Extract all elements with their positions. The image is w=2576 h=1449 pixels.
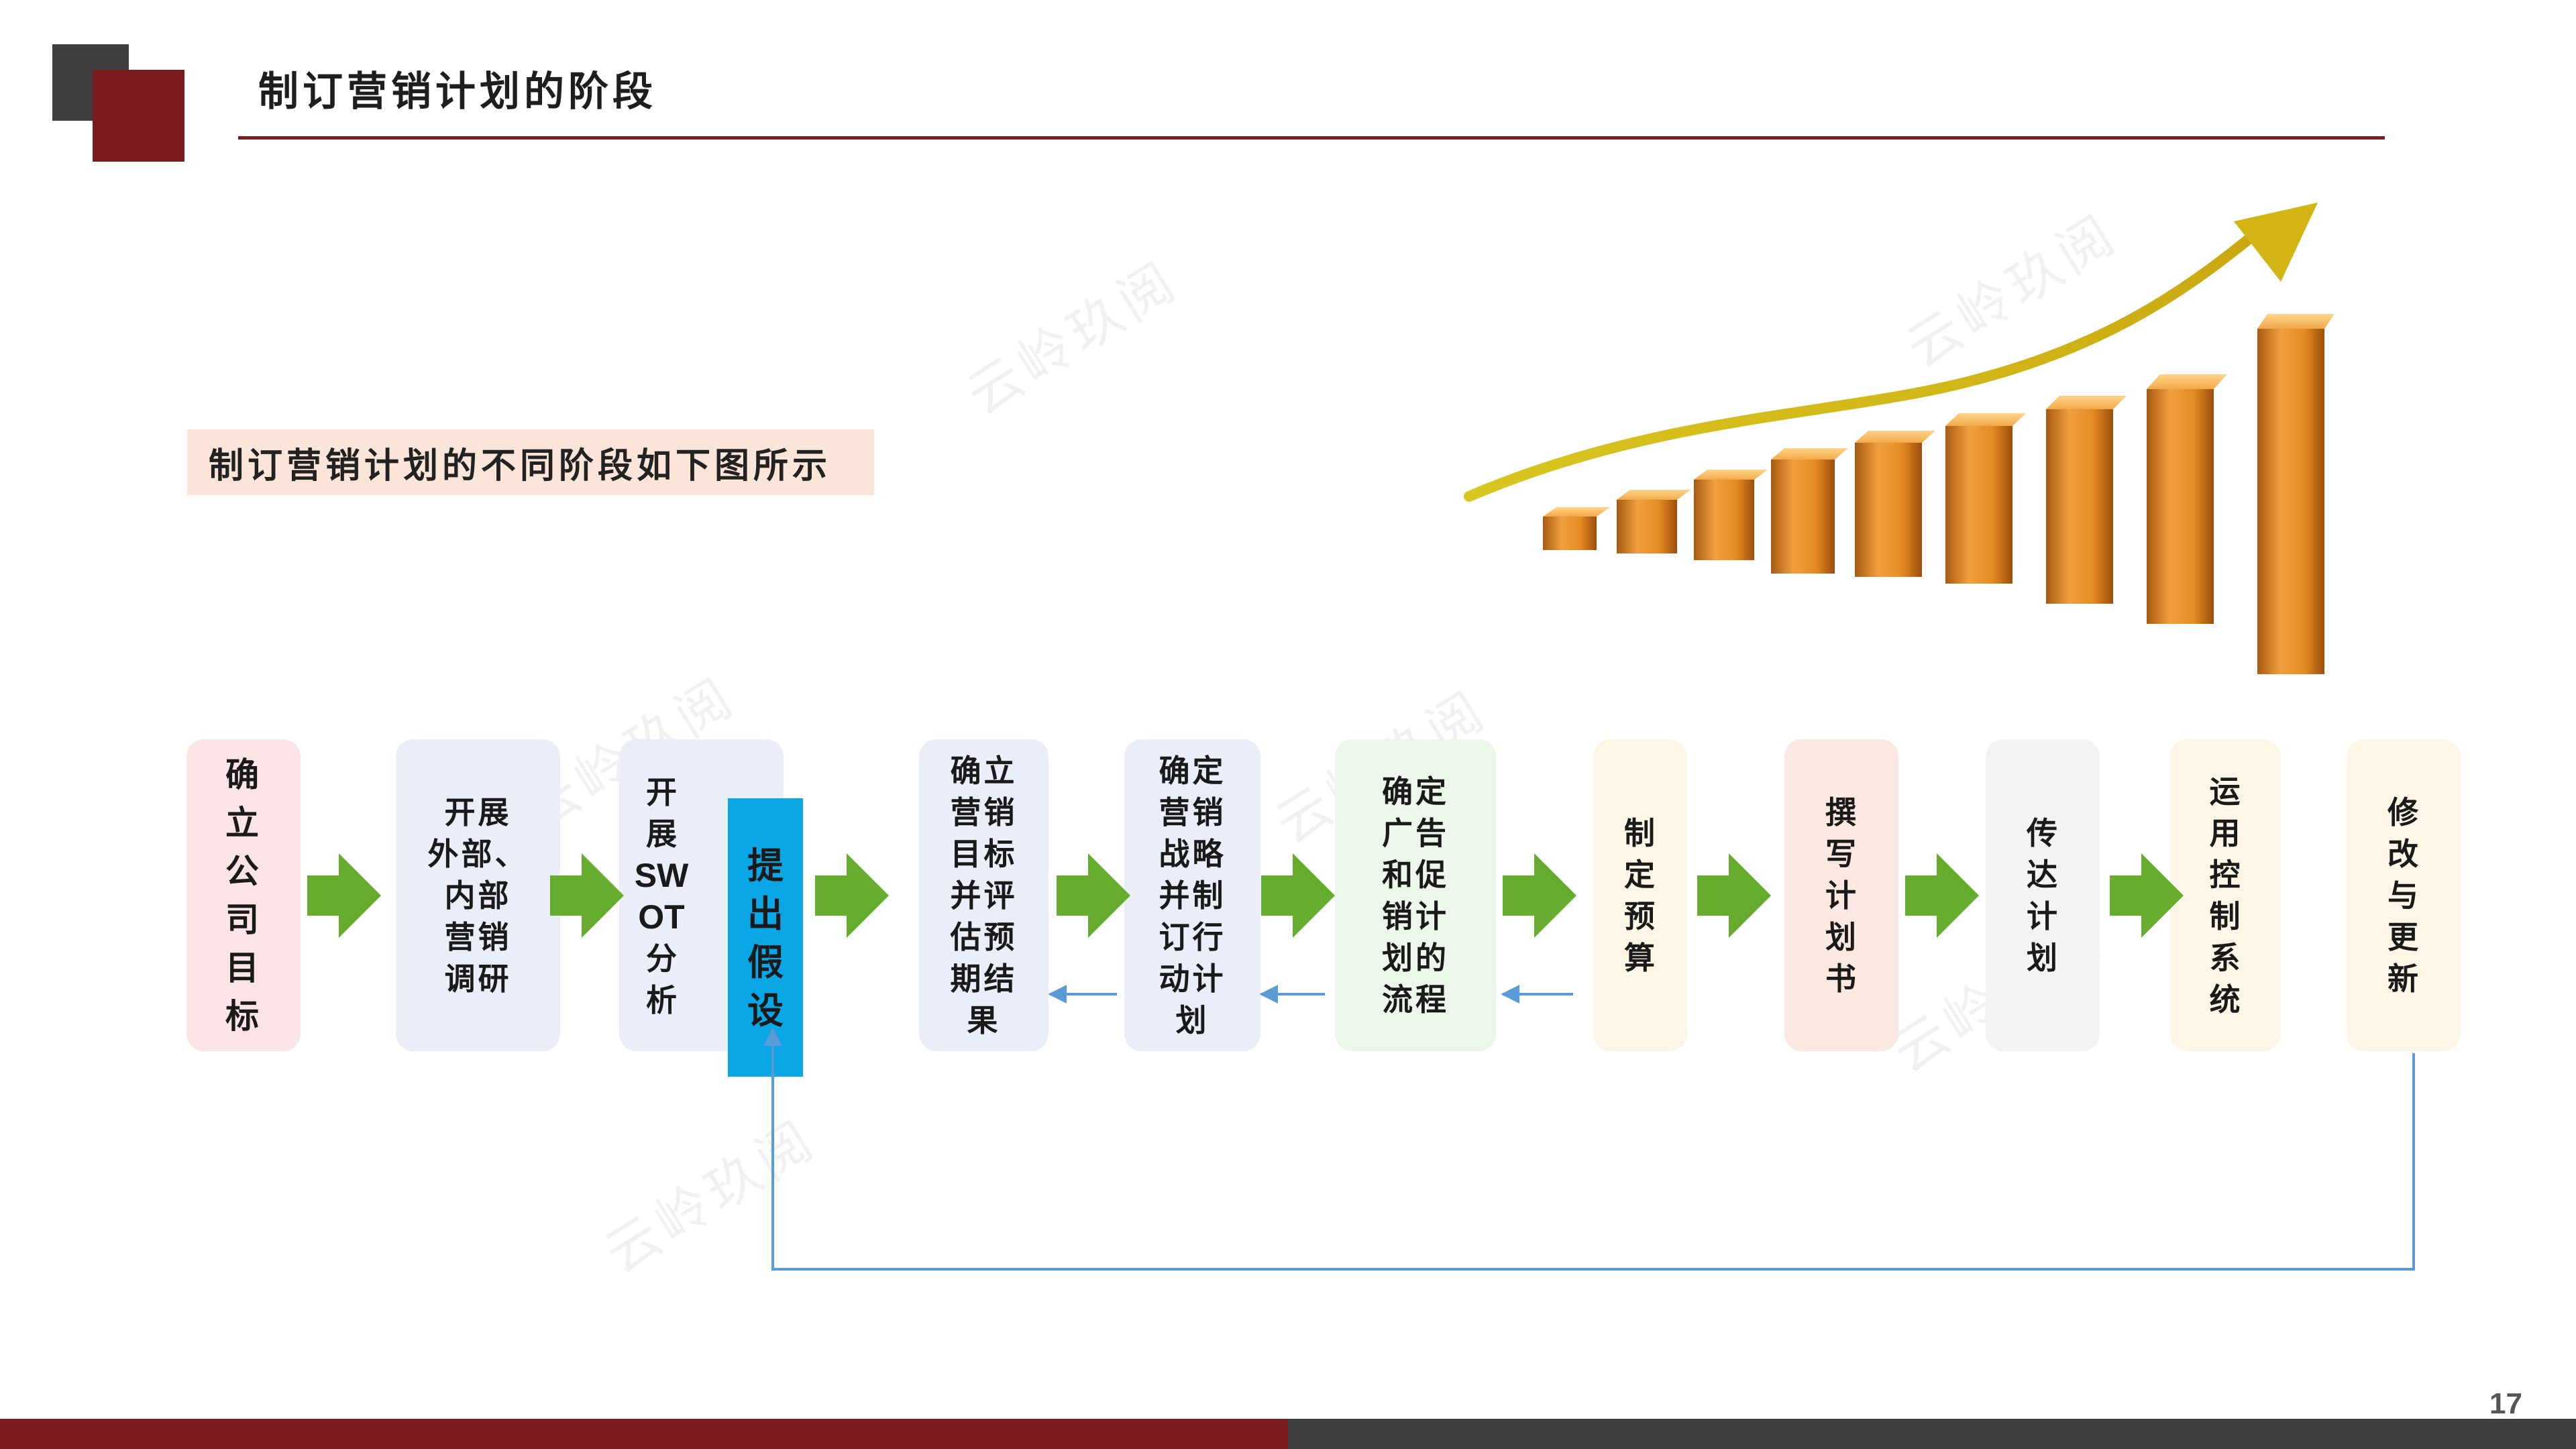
green-arrow [550,853,624,938]
green-arrow [1697,853,1771,938]
green-arrow [1057,853,1130,938]
subtitle-text: 制订营销计划的不同阶段如下图所示 [209,445,832,486]
page-number: 17 [2489,1387,2522,1420]
growth-bars-illustration [1464,203,2334,674]
swot-label-a: 开展 [646,774,677,852]
green-arrow [1905,853,1979,938]
swot-label-d: 分析 [646,941,677,1018]
green-arrow [815,853,889,938]
step-box-research: 开展 外部、 内部 营销 调研 [396,739,560,1051]
swot-text-column: 开展 SW OT 分析 [631,771,692,1021]
header-square-red [93,70,184,162]
footer-bar-gray [1288,1419,2576,1449]
step-box-company-goal: 确立公司目标 [186,739,301,1051]
step-label: 确立公司目标 [225,754,262,1036]
step-box-marketing-goals: 确立 营销 目标 并评 估预 期结 果 [919,739,1049,1051]
title-underline [238,136,2385,140]
green-arrow [2110,853,2184,938]
feedback-arrows [763,985,2415,1271]
step-label: 确立 营销 目标 并评 估预 期结 果 [950,752,1018,1038]
step-label: 开展 外部、 内部 营销 调研 [427,794,529,997]
step-box-communicate: 传达计划 [1986,739,2100,1051]
bars [1543,314,2334,674]
step-label: 撰写计划书 [1825,794,1859,997]
hypothesis-label: 提出假设 [747,843,784,1032]
green-arrow [1503,853,1576,938]
step-label: 运用控制系统 [2209,773,2243,1018]
subtitle-box: 制订营销计划的不同阶段如下图所示 [187,429,874,495]
step-box-revise: 修改与更新 [2347,739,2461,1051]
green-arrow [307,853,381,938]
swot-label-c: OT [638,898,685,936]
step-box-control: 运用控制系统 [2170,739,2281,1051]
step-box-budget: 制定预算 [1593,739,1687,1051]
green-arrows [307,853,2184,938]
step-label: 确定 广告 和促 销计 划的 流程 [1382,773,1449,1018]
step-label: 制定预算 [1624,814,1658,976]
trend-arrow [1464,229,2259,502]
page-title: 制订营销计划的阶段 [258,68,657,115]
step-box-ad-promotion: 确定 广告 和促 销计 划的 流程 [1335,739,1496,1051]
step-label: 传达计划 [2027,814,2060,976]
step-label: 确定 营销 战略 并制 订行 动计 划 [1159,752,1226,1038]
step-label: 修改与更新 [2387,794,2421,997]
feedback-loop [763,1027,2415,1271]
footer-bar-red [0,1419,1288,1449]
green-arrow [1261,853,1335,938]
step-box-strategy: 确定 营销 战略 并制 订行 动计 划 [1124,739,1260,1051]
swot-label-b: SW [634,857,689,894]
step-box-write-plan: 撰写计划书 [1784,739,1898,1051]
